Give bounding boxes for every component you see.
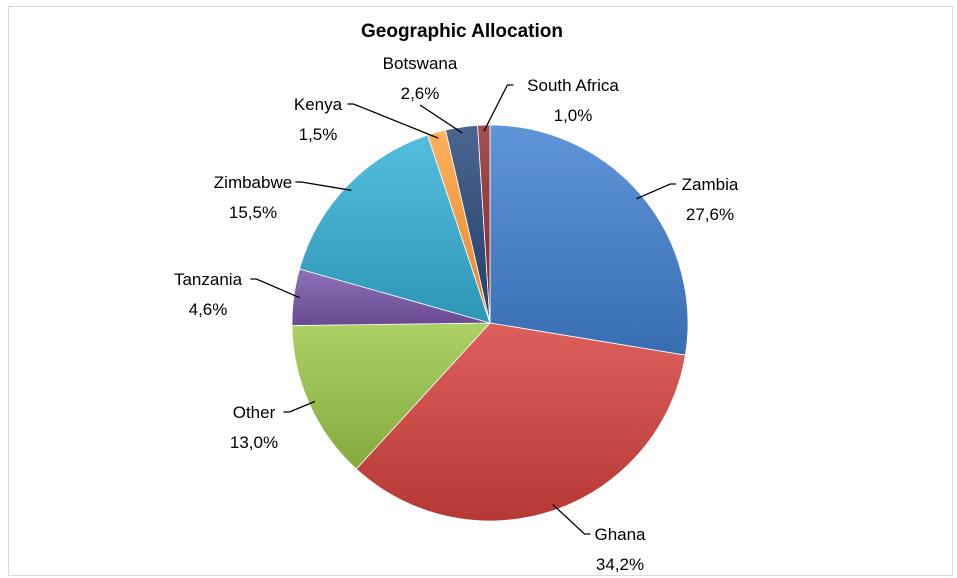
pie-slice-ghana — [355, 322, 686, 522]
slice-value-other: 13,0% — [230, 433, 278, 452]
slice-label-kenya: Kenya — [294, 95, 343, 114]
leader-lines — [250, 84, 677, 535]
pie-slice-zambia — [489, 124, 689, 356]
pie-slice-south-africa — [477, 124, 491, 324]
leader-line-botswana — [419, 104, 463, 134]
leader-line-zimbabwe — [295, 181, 352, 191]
leader-line-zambia — [636, 183, 677, 200]
chart-title: Geographic Allocation — [361, 21, 563, 42]
pie-slices — [291, 124, 689, 522]
slice-label-zambia: Zambia — [682, 175, 739, 194]
slice-label-ghana: Ghana — [594, 525, 646, 544]
slice-value-botswana: 2,6% — [401, 84, 440, 103]
slice-label-botswana: Botswana — [383, 54, 458, 73]
leader-line-other — [283, 400, 316, 413]
slice-label-south-africa: South Africa — [527, 76, 619, 95]
leader-line-kenya — [347, 103, 439, 139]
slice-value-kenya: 1,5% — [299, 125, 338, 144]
slice-label-other: Other — [233, 403, 276, 422]
slice-label-tanzania: Tanzania — [174, 270, 243, 289]
pie-slice-zimbabwe — [299, 134, 491, 324]
leader-line-ghana — [552, 504, 591, 535]
slice-labels: Zambia 27,6% Ghana 34,2% Other 13,0% Tanzania 4… — [174, 54, 739, 574]
slice-label-zimbabwe: Zimbabwe — [214, 173, 292, 192]
leader-line-tanzania — [250, 278, 300, 299]
slice-value-south-africa: 1,0% — [554, 106, 593, 125]
slice-value-zambia: 27,6% — [686, 205, 734, 224]
slice-value-zimbabwe: 15,5% — [229, 203, 277, 222]
slice-value-ghana: 34,2% — [596, 555, 644, 574]
leader-line-south-africa — [483, 84, 514, 132]
slice-value-tanzania: 4,6% — [189, 300, 228, 319]
